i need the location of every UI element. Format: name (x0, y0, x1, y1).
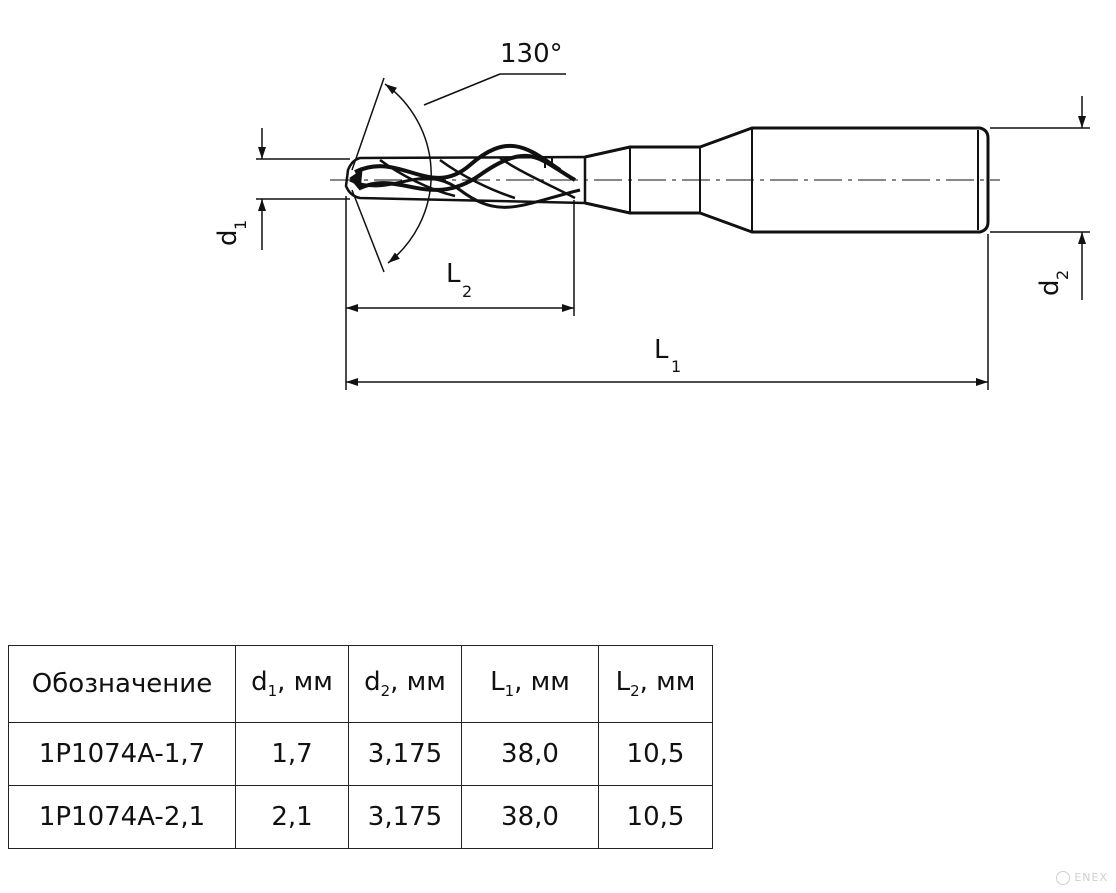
angle-dimension (351, 73, 566, 273)
cell-l1: 38,0 (461, 722, 599, 786)
flute-section (344, 143, 587, 209)
header-sub: 1 (504, 682, 515, 701)
svg-text:1: 1 (671, 357, 681, 376)
table-header-row: Обозначение d1, мм d2, мм L1, мм L2, мм (8, 645, 713, 723)
drill-drawing: 130° d 1 d 2 L 2 L 1 (213, 39, 1090, 390)
drill-body (584, 126, 990, 234)
watermark-logo-icon (1056, 871, 1071, 885)
header-sub: 2 (380, 682, 391, 701)
svg-text:L: L (654, 335, 669, 365)
cell-l2: 10,5 (598, 785, 713, 849)
header-unit: , мм (390, 667, 446, 698)
d2-dimension (990, 96, 1090, 300)
l2-label: L 2 (446, 259, 472, 301)
l1-dimension (346, 234, 989, 390)
header-designation: Обозначение (8, 645, 236, 723)
header-unit: , мм (277, 667, 333, 698)
watermark-text: ENEX (1074, 871, 1108, 884)
header-l2: L2, мм (598, 645, 713, 723)
svg-text:1: 1 (231, 220, 250, 230)
svg-text:L: L (446, 259, 461, 289)
cell-l2: 10,5 (598, 722, 713, 786)
d2-label: d 2 (1035, 270, 1072, 296)
header-d2: d2, мм (348, 645, 462, 723)
svg-text:2: 2 (1053, 270, 1072, 280)
header-text: d (251, 667, 268, 698)
cell-designation: 1P1074A-2,1 (8, 785, 236, 849)
cell-l1: 38,0 (461, 785, 599, 849)
cell-designation: 1P1074A-1,7 (8, 722, 236, 786)
angle-label: 130° (500, 39, 563, 69)
table-row: 1P1074A-1,7 1,7 3,175 38,0 10,5 (8, 722, 713, 786)
svg-text:d: d (213, 229, 243, 246)
spec-table: Обозначение d1, мм d2, мм L1, мм L2, мм … (8, 645, 713, 849)
header-sub: 2 (630, 682, 640, 701)
header-unit: , мм (639, 667, 696, 698)
header-l1: L1, мм (461, 645, 599, 723)
header-text: d (364, 667, 381, 698)
svg-text:d: d (1035, 279, 1065, 296)
d1-label: d 1 (213, 220, 250, 246)
cell-d2: 3,175 (348, 785, 462, 849)
header-text: L (615, 667, 631, 698)
watermark: ENEX (1056, 871, 1108, 885)
l2-dimension (345, 196, 575, 390)
svg-text:2: 2 (462, 282, 472, 301)
d1-dimension (256, 128, 350, 250)
header-sub: 1 (267, 682, 278, 701)
l1-label: L 1 (654, 335, 681, 376)
table-row: 1P1074A-2,1 2,1 3,175 38,0 10,5 (8, 785, 713, 849)
header-text: Обозначение (31, 669, 213, 699)
header-unit: , мм (514, 667, 570, 698)
cell-d1: 2,1 (235, 785, 349, 849)
cell-d1: 1,7 (235, 722, 349, 786)
cell-d2: 3,175 (348, 722, 462, 786)
header-d1: d1, мм (235, 645, 349, 723)
header-text: L (490, 667, 505, 698)
